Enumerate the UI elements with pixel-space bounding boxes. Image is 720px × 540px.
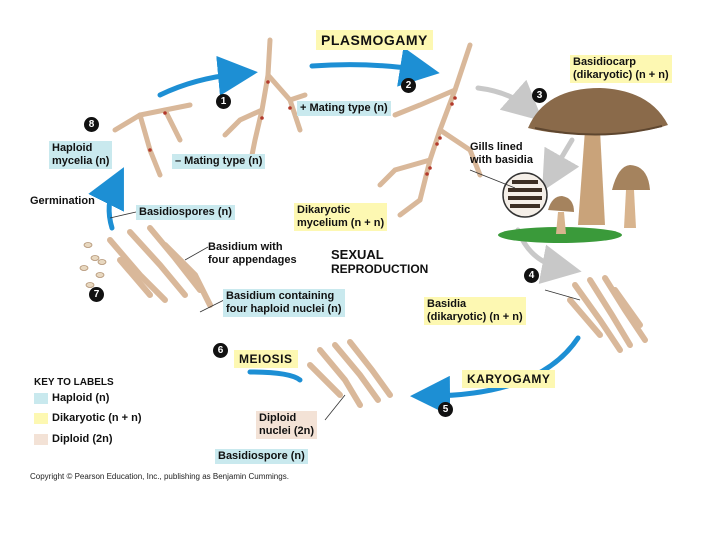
step-5: 5 — [438, 402, 453, 417]
key-item-haploid: Haploid (n) — [34, 392, 109, 405]
basidia-cluster-5 — [310, 342, 390, 405]
stage-plasmogamy: PLASMOGAMY — [316, 30, 433, 50]
label-basidiospores: Basidiospores (n) — [136, 205, 235, 220]
step-6: 6 — [213, 343, 228, 358]
step-8: 8 — [84, 117, 99, 132]
spores — [80, 243, 106, 288]
stage-meiosis: MEIOSIS — [234, 350, 298, 368]
basidia-cluster-7 — [110, 228, 210, 305]
arrow-2-to-3 — [478, 88, 528, 108]
copyright: Copyright © Pearson Education, Inc., pub… — [30, 472, 289, 481]
label-basidiocarp: Basidiocarp(dikaryotic) (n + n) — [570, 55, 672, 83]
arrow-gills — [552, 140, 572, 174]
label-germination: Germination — [30, 195, 95, 208]
step-7: 7 — [89, 287, 104, 302]
stage-karyogamy: KARYOGAMY — [462, 370, 555, 388]
gills-detail — [503, 173, 547, 217]
basidia-cluster-4 — [570, 278, 645, 350]
label-basidia-dikaryotic: Basidia(dikaryotic) (n + n) — [424, 297, 526, 325]
step-1: 1 — [216, 94, 231, 109]
arrow-7-to-8 — [109, 185, 115, 228]
label-minus-mating: – Mating type (n) — [172, 154, 265, 169]
arrow-6-to-meiosis — [250, 372, 300, 380]
label-basidiospore: Basidiospore (n) — [215, 449, 308, 464]
dikaryotic-hyphae — [380, 45, 480, 215]
arrow-1-to-2 — [312, 65, 420, 70]
key-title: KEY TO LABELS — [34, 376, 114, 389]
key-item-diploid: Diploid (2n) — [34, 433, 113, 446]
key-swatch-dikaryotic — [34, 413, 48, 424]
step-4: 4 — [524, 268, 539, 283]
haploid-hyphae-plus — [225, 40, 305, 165]
key-swatch-haploid — [34, 393, 48, 404]
arrow-8-to-1 — [160, 74, 238, 95]
key-swatch-diploid — [34, 434, 48, 445]
step-2: 2 — [401, 78, 416, 93]
key-item-dikaryotic: Dikaryotic (n + n) — [34, 412, 142, 425]
step-3: 3 — [532, 88, 547, 103]
label-plus-mating: + Mating type (n) — [297, 101, 391, 116]
